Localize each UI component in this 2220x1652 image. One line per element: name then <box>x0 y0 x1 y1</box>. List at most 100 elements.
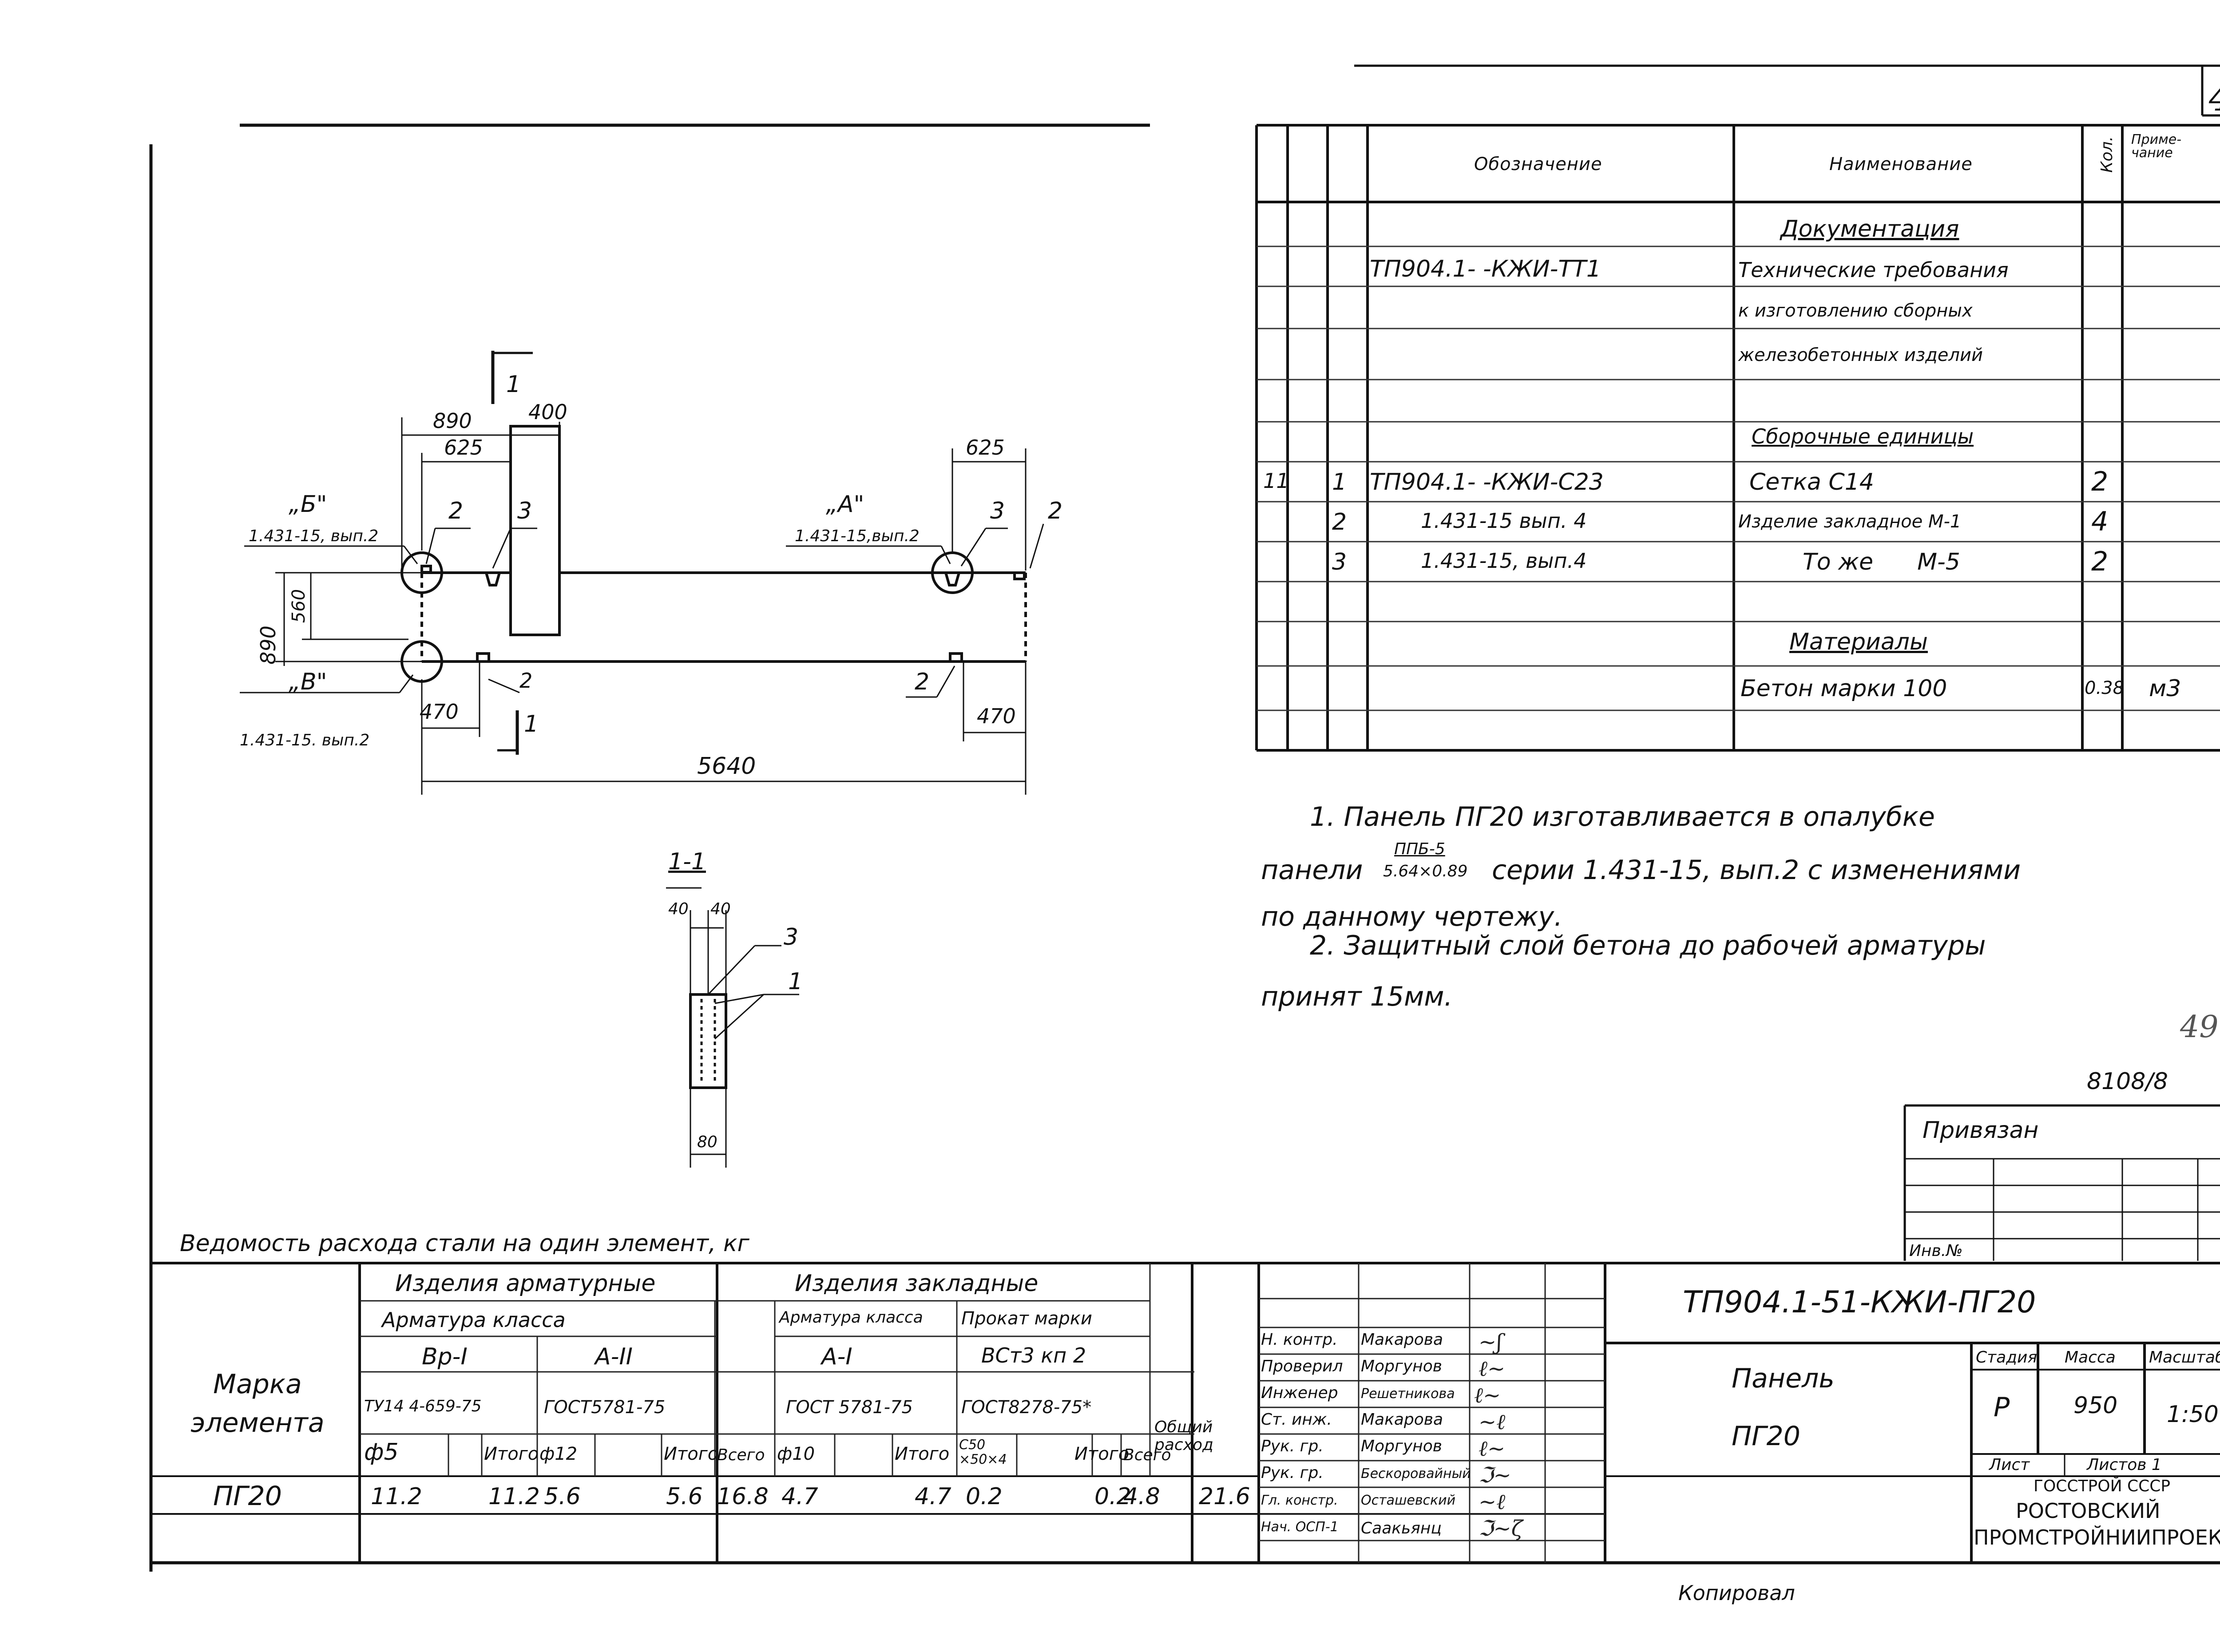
row-v6: 4.7 <box>781 1483 818 1510</box>
staff-role-3: Инженер <box>1261 1384 1338 1402</box>
col-obshiy: Общий расход <box>1154 1418 1213 1454</box>
row3-pos: 3 <box>1332 549 1347 575</box>
row-v10: 4.8 <box>1123 1483 1160 1510</box>
page-number-handwritten: 49 <box>2180 1010 2219 1045</box>
col-phi12: ф12 <box>539 1444 578 1464</box>
scale-label: Масштаб <box>2149 1348 2220 1367</box>
bp1: Вр-I <box>422 1343 468 1370</box>
col-c50: С50 ×50×4 <box>959 1437 1007 1467</box>
kopiroval: Копировал <box>1678 1581 1795 1605</box>
dim-625-right: 625 <box>966 436 1005 460</box>
staff-role-6: Рук. гр. <box>1261 1464 1324 1482</box>
row3-name: То же М-5 <box>1803 549 1960 575</box>
stage-value: Р <box>1994 1392 2010 1423</box>
spec-table-rows <box>1257 246 2220 711</box>
row2-qty: 4 <box>2091 506 2109 537</box>
note-line-2b: серии 1.431-15, вып.2 с изменениями <box>1492 855 2021 886</box>
doc-name-line-2: к изготовлению сборных <box>1738 301 1973 321</box>
dim-470-right: 470 <box>977 704 1016 728</box>
col-itogo-4: Итого <box>1074 1444 1130 1464</box>
signature-8: ℑ~ζ <box>1479 1516 1523 1541</box>
section-mark-top: 1 <box>506 371 521 398</box>
staff-role-5: Рук. гр. <box>1261 1437 1324 1455</box>
note-line-3: по данному чертежу. <box>1261 901 1563 932</box>
col-itogo-1: Итого <box>484 1444 539 1464</box>
staff-name-4: Макарова <box>1361 1410 1443 1429</box>
row2-name: Изделие закладное М-1 <box>1738 511 1962 532</box>
col-mark: Марка элемента <box>190 1369 325 1438</box>
callout-b-ref: 1.431-15, вып.2 <box>249 527 379 545</box>
signature-5: ℓ~ <box>1479 1436 1506 1461</box>
header-name: Наименование <box>1829 154 1973 174</box>
a1: А-I <box>821 1343 852 1370</box>
callout-a-label: „А" <box>826 491 864 518</box>
bottom-table-grid <box>151 1262 2220 1563</box>
row-v5: 16.8 <box>717 1483 769 1510</box>
row3-designation: 1.431-15, вып.4 <box>1421 549 1587 573</box>
arm-class: Арматура класса <box>382 1308 566 1332</box>
row3-qty: 2 <box>2091 546 2109 577</box>
section-mark-bottom: 1 <box>524 711 539 737</box>
doc-designation: ТП904.1- -КЖИ-ТТ1 <box>1370 256 1601 282</box>
col-itogo-3: Итого <box>895 1444 950 1464</box>
panel-name-2: ПГ20 <box>1732 1421 1800 1452</box>
section-assembly: Сборочные единицы <box>1752 424 1974 448</box>
section-1-1 <box>666 887 799 1168</box>
callout-n2-c: 2 <box>519 669 533 693</box>
vst: ВСт3 кп 2 <box>981 1343 1086 1367</box>
row1-pos: 1 <box>1332 469 1347 495</box>
privyazan-label: Привязан <box>1923 1117 2039 1144</box>
row-mark: ПГ20 <box>213 1481 282 1512</box>
staff-name-3: Решетникова <box>1361 1386 1455 1402</box>
dim-40b: 40 <box>710 900 731 918</box>
dim-400: 400 <box>528 400 567 424</box>
group-zakl: Изделия закладные <box>795 1270 1039 1297</box>
row2-designation: 1.431-15 вып. 4 <box>1421 509 1587 533</box>
note-line-2a: панели <box>1261 855 1363 886</box>
row-v7: 4.7 <box>915 1483 951 1510</box>
callout-b-label: „Б" <box>289 491 327 518</box>
panel-name-1: Панель <box>1732 1363 1835 1394</box>
header-designation: Обозначение <box>1474 154 1602 174</box>
doc-code: ТП904.1-51-КЖИ-ПГ20 <box>1683 1285 2036 1320</box>
row-v11: 21.6 <box>1199 1483 1250 1510</box>
callout-v-label: „В" <box>289 669 327 695</box>
material-unit: м3 <box>2149 675 2181 702</box>
row-v2: 11.2 <box>488 1483 540 1510</box>
row-v1: 11.2 <box>371 1483 422 1510</box>
gost5781a: ГОСТ5781-75 <box>544 1397 666 1418</box>
col-itogo-2: Итого <box>664 1444 719 1464</box>
inv-label: Инв.№ <box>1909 1242 1963 1260</box>
row1-fmt: 11 <box>1263 469 1289 493</box>
signature-7: ~ℓ <box>1479 1490 1506 1514</box>
mass-value: 950 <box>2073 1392 2118 1419</box>
doc-name-line-3: железобетонных изделий <box>1738 345 1983 365</box>
material-qty: 0.38 <box>2085 678 2125 698</box>
doc-name-line-1: Технические требования <box>1738 258 2009 282</box>
row-v3: 5.6 <box>544 1483 581 1510</box>
gost5781b: ГОСТ 5781-75 <box>786 1397 913 1418</box>
row-v8: 0.2 <box>966 1483 1003 1510</box>
sheets-label: Листов 1 <box>2087 1456 2162 1474</box>
staff-name-1: Макарова <box>1361 1331 1443 1349</box>
staff-role-7: Гл. констр. <box>1261 1493 1338 1508</box>
signature-3: ℓ~ <box>1474 1383 1501 1408</box>
page-number: 49 <box>2209 79 2220 116</box>
staff-role-4: Ст. инж. <box>1261 1410 1332 1429</box>
signature-1: ~ʃ <box>1479 1330 1502 1355</box>
dim-5640: 5640 <box>697 753 756 780</box>
signature-6: ℑ~ <box>1479 1463 1511 1488</box>
spec-table-grid <box>1255 124 2220 752</box>
steel-table-title: Ведомость расхода стали на один элемент,… <box>180 1230 749 1257</box>
row1-designation: ТП904.1- -КЖИ-С23 <box>1370 469 1604 495</box>
row1-qty: 2 <box>2091 466 2109 497</box>
dim-40a: 40 <box>668 900 689 918</box>
group-arm: Изделия арматурные <box>395 1270 656 1297</box>
staff-role-2: Проверил <box>1261 1357 1343 1375</box>
dim-560: 560 <box>289 589 309 623</box>
panel-plan <box>400 425 1027 683</box>
note-line-4: 2. Защитный слой бетона до рабочей армат… <box>1310 930 1986 961</box>
dim-890-top: 890 <box>433 409 472 433</box>
header-note: Приме- чание <box>2131 132 2182 161</box>
